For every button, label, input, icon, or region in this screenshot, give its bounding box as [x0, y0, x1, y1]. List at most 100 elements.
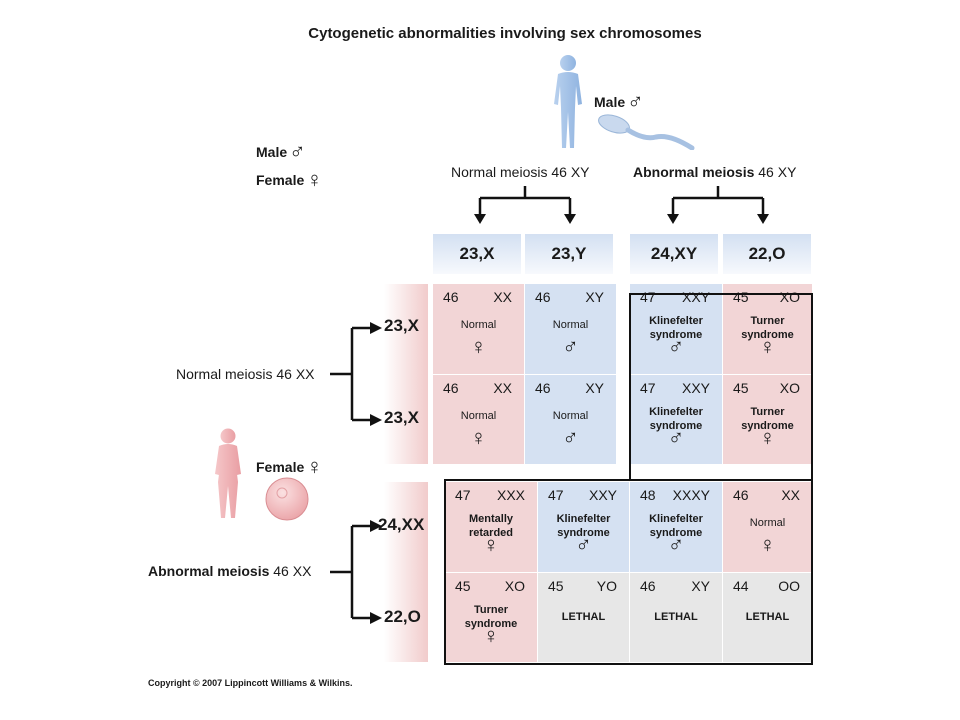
egg-cell-icon	[265, 477, 309, 521]
grid-cell-r2-c4: 45 XO Turner syndrome♀	[723, 375, 813, 465]
row-strip-normal	[384, 284, 428, 464]
row-label-23x-2: 23,X	[384, 408, 419, 427]
karyotype-label: XX	[781, 487, 800, 503]
column-header-23y: 23,Y	[525, 234, 613, 274]
female-figure-symbol-icon: ♀	[306, 454, 323, 479]
male-symbol-icon: ♂	[667, 334, 685, 359]
karyotype-label: XY	[585, 380, 604, 396]
female-symbol-icon: ♀	[470, 425, 487, 450]
male-symbol-icon: ♂	[667, 532, 685, 557]
diagram-title: Cytogenetic abnormalities involving sex …	[308, 25, 702, 42]
chromosome-count: 47	[455, 487, 471, 503]
outcome-label: Mentally retarded	[468, 513, 514, 539]
male-normal-fork-arrow	[474, 186, 576, 224]
male-abnormal-meiosis-rest: 46 XY	[754, 164, 797, 180]
outcome-label: Normal	[552, 319, 589, 331]
grid-cell-r2-c2: 46 XY Normal ♂	[525, 375, 617, 465]
male-figure-text: Male	[594, 94, 626, 110]
karyotype-label: XO	[779, 289, 800, 305]
karyotype-label: XXX	[496, 487, 525, 503]
legend-female-label: Female	[256, 172, 305, 188]
outcome-label: Turner syndrome	[464, 604, 518, 630]
female-symbol-icon: ♀	[482, 623, 500, 648]
chromosome-count: 45	[548, 578, 564, 594]
chromosome-count: 47	[640, 289, 656, 305]
male-symbol-icon: ♂	[289, 139, 306, 164]
column-header-23x: 23,X	[433, 234, 521, 274]
grid-cell-r2-c3: 47 XXY Klinefelter syndrome♂	[630, 375, 723, 465]
outcome-label: Klinefelter syndrome	[649, 315, 703, 341]
chromosome-count: 46	[443, 289, 459, 305]
outcome-label: Klinefelter syndrome	[556, 513, 611, 539]
grid-cell-r2-c1: 46 XX Normal ♀	[433, 375, 525, 465]
sperm-icon	[598, 114, 695, 150]
copyright-notice: Copyright © 2007 Lippincott Williams & W…	[148, 678, 353, 688]
female-abnormal-fork-arrow	[330, 520, 382, 624]
female-abnormal-meiosis-rest: 46 XX	[269, 563, 312, 579]
outcome-label: Turner syndrome	[741, 315, 794, 341]
female-figure-icon	[215, 428, 241, 518]
column-header-22o: 22,O	[723, 234, 811, 274]
male-abnormal-meiosis-label: Abnormal meiosis 46 XY	[633, 164, 796, 180]
chromosome-count: 45	[733, 289, 749, 305]
grid-cell-r4-c2: 45 YO LETHAL	[538, 573, 630, 663]
male-normal-meiosis-label: Normal meiosis 46 XY	[451, 164, 590, 180]
chromosome-count: 46	[733, 487, 749, 503]
chromosome-count: 46	[443, 380, 459, 396]
chromosome-count: 45	[455, 578, 471, 594]
grid-cell-r1-c3: 47 XXY Klinefelter syndrome♂	[630, 284, 723, 375]
female-symbol-icon: ♀	[306, 167, 323, 192]
row-label-23x-1: 23,X	[384, 316, 419, 335]
female-normal-meiosis-label: Normal meiosis 46 XX	[176, 366, 315, 382]
chromosome-count: 47	[640, 380, 656, 396]
outcome-label: Turner syndrome	[741, 406, 794, 432]
female-symbol-icon: ♀	[759, 425, 776, 450]
male-symbol-icon: ♂	[562, 334, 579, 359]
outcome-label: Normal	[460, 319, 497, 331]
female-symbol-icon: ♀	[759, 532, 776, 557]
outcome-label: Normal	[552, 410, 589, 422]
chromosome-count: 46	[535, 380, 551, 396]
karyotype-label: XO	[504, 578, 525, 594]
karyotype-label: XXY	[681, 380, 710, 396]
column-header-24xy: 24,XY	[630, 234, 718, 274]
row-label-24xx: 24,XX	[378, 515, 425, 534]
karyotype-label: YO	[596, 578, 617, 594]
grid-cell-r3-c4: 46 XX Normal ♀	[723, 482, 813, 573]
male-figure-icon	[554, 55, 582, 148]
male-abnormal-meiosis-bold: Abnormal meiosis	[633, 164, 755, 180]
female-symbol-icon: ♀	[470, 334, 487, 359]
grid-cell-r1-c1: 46 XX Normal ♀	[433, 284, 525, 375]
karyotype-label: XXXY	[672, 487, 710, 503]
outcome-label: Normal	[460, 410, 497, 422]
male-abnormal-fork-arrow	[667, 186, 769, 224]
chromosome-count: 45	[733, 380, 749, 396]
karyotype-label: XO	[779, 380, 800, 396]
legend-male-label: Male	[256, 144, 288, 160]
karyotype-label: XY	[585, 289, 604, 305]
outcome-label: Klinefelter syndrome	[649, 513, 703, 539]
chromosome-count: 48	[640, 487, 656, 503]
male-symbol-icon: ♂	[562, 425, 579, 450]
grid-cell-r4-c1: 45 XO Turner syndrome♀	[445, 573, 538, 663]
karyotype-label: XXY	[681, 289, 710, 305]
karyotype-label: OO	[778, 578, 800, 594]
karyotype-label: XX	[493, 289, 512, 305]
legend-male: Male♂	[256, 141, 306, 163]
female-figure-label: Female♀	[256, 456, 323, 478]
outcome-label: Normal	[749, 517, 786, 529]
karyotype-label: XY	[691, 578, 710, 594]
row-label-22o: 22,O	[384, 607, 421, 626]
chromosome-count: 47	[548, 487, 564, 503]
karyotype-label: XX	[493, 380, 512, 396]
female-abnormal-meiosis-bold: Abnormal meiosis	[148, 563, 270, 579]
female-normal-fork-arrow	[330, 322, 382, 426]
outcome-label: LETHAL	[561, 611, 606, 623]
outcome-label: Klinefelter syndrome	[649, 406, 703, 432]
male-symbol-icon: ♂	[667, 425, 685, 450]
